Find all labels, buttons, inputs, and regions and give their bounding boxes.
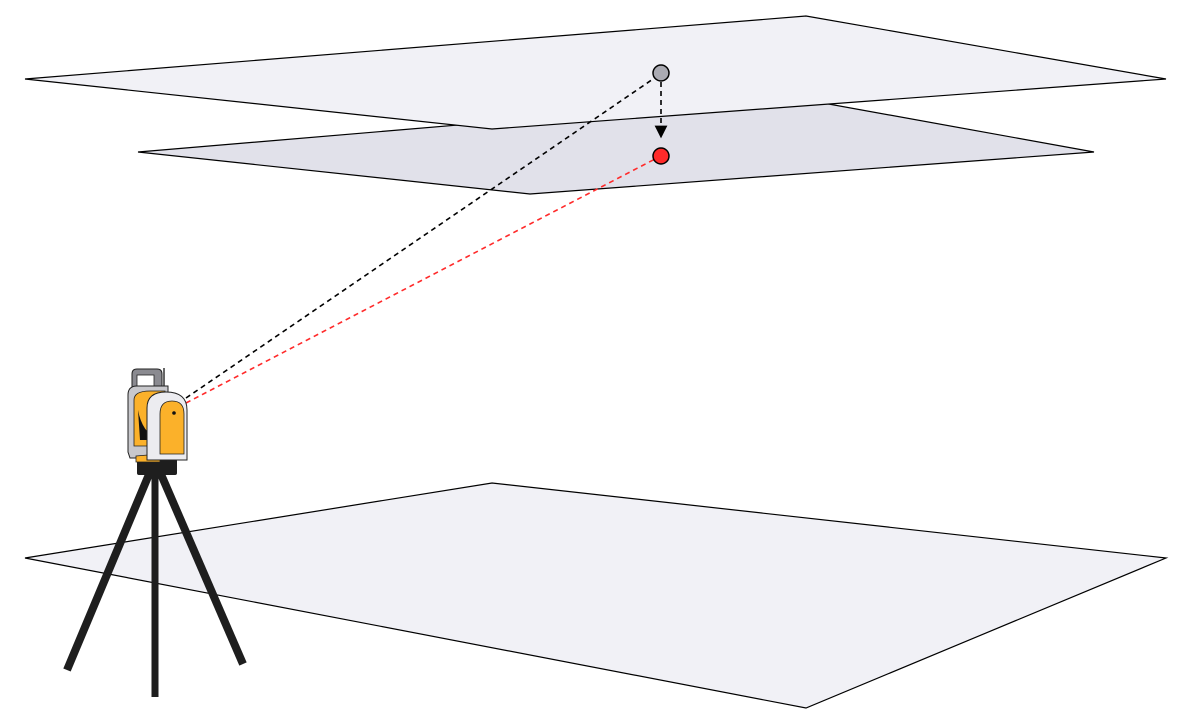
tripod-icon: [63, 459, 247, 697]
projected-point: [652, 147, 670, 165]
total-station-icon: [127, 368, 188, 463]
top-plane: [24, 15, 1167, 130]
projected-sight-line: [185, 158, 656, 404]
ground-plane: [24, 482, 1169, 709]
sight-line: [185, 76, 657, 399]
target-point: [652, 64, 670, 82]
